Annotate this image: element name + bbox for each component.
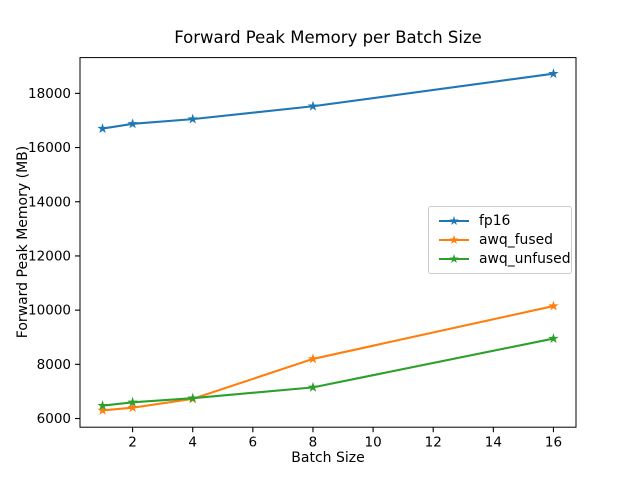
legend-item-awq_unfused: awq_unfused [438,250,571,269]
x-tick-label: 6 [249,435,258,451]
legend-item-awq_fused: awq_fused [438,230,563,249]
x-tick-label: 4 [188,435,197,451]
marker-star-awq_unfused [127,396,138,407]
y-tick-label: 8000 [37,357,71,373]
legend-label-awq_fused: awq_fused [479,231,553,248]
series-line-awq_fused [101,305,555,412]
x-tick-label: 14 [485,435,502,451]
legend-marker-awq_unfused [439,254,469,264]
axes-frame [79,57,577,428]
y-tick-label: 10000 [28,303,71,319]
chart-title: Forward Peak Memory per Batch Size [174,28,482,47]
marker-star-fp16 [127,118,138,129]
marker-star-awq_fused [97,404,108,415]
y-tick-label: 14000 [28,194,71,210]
y-tick-label: 12000 [28,248,71,264]
x-tick-label: 12 [425,435,442,451]
y-tick-label: 6000 [37,411,71,427]
x-tick-label: 8 [309,435,318,451]
y-tick-label: 18000 [28,86,71,102]
marker-star-fp16 [307,100,319,111]
marker-star-awq_unfused [307,381,319,392]
legend: fp16 awq_fused awq_unfused [428,206,572,274]
marker-star-awq_unfused [187,392,198,403]
legend-marker-awq_fused [439,234,469,245]
y-tick-label: 16000 [28,140,71,156]
marker-star-fp16 [187,113,198,124]
x-tick-label: 10 [364,435,381,451]
legend-label-awq_unfused: awq_unfused [479,251,571,268]
marker-star-awq_fused [548,300,559,311]
legend-marker-fp16 [439,215,469,225]
marker-star-awq_unfused [97,400,108,411]
legend-label-fp16: fp16 [479,212,511,229]
marker-star-fp16 [548,68,559,79]
series-line-awq_unfused [101,337,555,407]
x-axis-title: Batch Size [291,450,365,466]
marker-star-awq_fused [127,402,138,413]
legend-item-fp16: fp16 [438,211,563,230]
x-tick-label: 2 [128,435,137,451]
y-axis-title: Forward Peak Memory (MB) [15,145,31,339]
marker-star-awq_fused [307,353,319,364]
series-line-fp16 [101,72,555,130]
x-tick-label: 16 [545,435,562,451]
marker-star-fp16 [97,123,108,134]
marker-star-awq_unfused [548,333,559,344]
